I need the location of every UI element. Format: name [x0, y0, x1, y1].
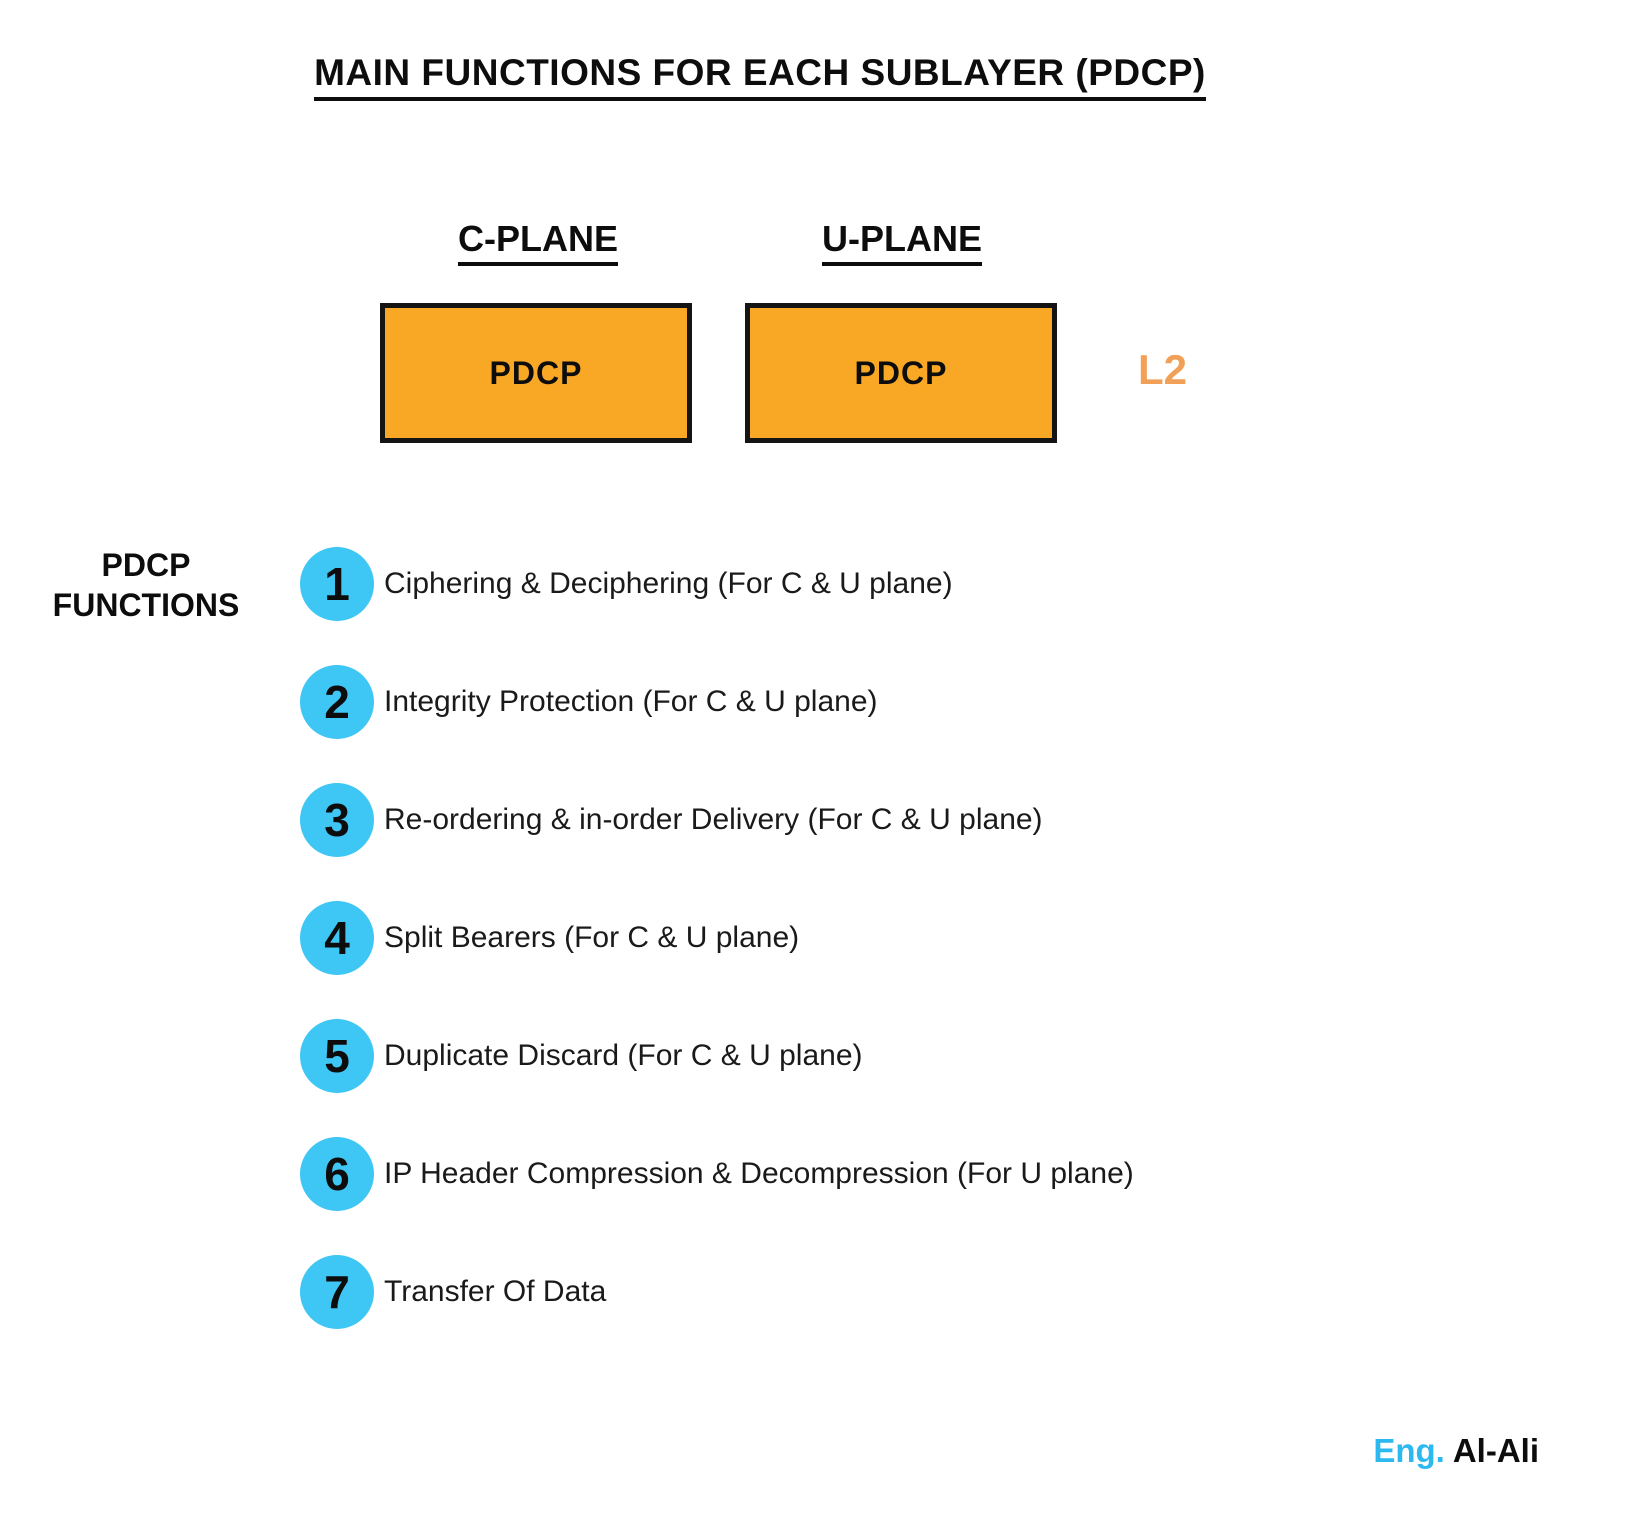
- function-item-1: 1 Ciphering & Deciphering (For C & U pla…: [300, 547, 1134, 621]
- number-badge-6: 6: [300, 1137, 374, 1211]
- diagram-title: MAIN FUNCTIONS FOR EACH SUBLAYER (PDCP): [0, 52, 1520, 101]
- number-badge-4: 4: [300, 901, 374, 975]
- functions-section-label: PDCP FUNCTIONS: [18, 545, 274, 625]
- function-text-1: Ciphering & Deciphering (For C & U plane…: [384, 567, 953, 600]
- number-badge-3: 3: [300, 783, 374, 857]
- function-text-5: Duplicate Discard (For C & U plane): [384, 1039, 863, 1072]
- function-text-3: Re-ordering & in-order Delivery (For C &…: [384, 803, 1043, 836]
- function-item-3: 3 Re-ordering & in-order Delivery (For C…: [300, 783, 1134, 857]
- number-badge-5: 5: [300, 1019, 374, 1093]
- function-text-7: Transfer Of Data: [384, 1275, 607, 1308]
- function-item-6: 6 IP Header Compression & Decompression …: [300, 1137, 1134, 1211]
- c-plane-pdcp-label: PDCP: [489, 354, 583, 391]
- signature-prefix: Eng.: [1373, 1432, 1445, 1469]
- u-plane-header: U-PLANE: [742, 218, 1062, 266]
- c-plane-header-text: C-PLANE: [458, 218, 618, 266]
- u-plane-pdcp-label: PDCP: [854, 354, 948, 391]
- c-plane-pdcp-box: PDCP: [380, 303, 692, 443]
- function-text-2: Integrity Protection (For C & U plane): [384, 685, 878, 718]
- function-text-6: IP Header Compression & Decompression (F…: [384, 1157, 1134, 1190]
- number-badge-1: 1: [300, 547, 374, 621]
- functions-label-line1: PDCP: [101, 547, 191, 583]
- signature-name: Al-Ali: [1452, 1432, 1539, 1469]
- signature: Eng.Al-Ali: [1373, 1432, 1539, 1470]
- function-item-7: 7 Transfer Of Data: [300, 1255, 1134, 1329]
- number-badge-2: 2: [300, 665, 374, 739]
- diagram-title-text: MAIN FUNCTIONS FOR EACH SUBLAYER (PDCP): [314, 52, 1206, 101]
- function-text-4: Split Bearers (For C & U plane): [384, 921, 800, 954]
- layer-l2-label: L2: [1138, 346, 1188, 393]
- u-plane-pdcp-box: PDCP: [745, 303, 1057, 443]
- u-plane-header-text: U-PLANE: [822, 218, 982, 266]
- functions-label-line2: FUNCTIONS: [52, 587, 240, 623]
- function-item-5: 5 Duplicate Discard (For C & U plane): [300, 1019, 1134, 1093]
- functions-list: 1 Ciphering & Deciphering (For C & U pla…: [300, 547, 1134, 1329]
- number-badge-7: 7: [300, 1255, 374, 1329]
- c-plane-header: C-PLANE: [378, 218, 698, 266]
- function-item-4: 4 Split Bearers (For C & U plane): [300, 901, 1134, 975]
- function-item-2: 2 Integrity Protection (For C & U plane): [300, 665, 1134, 739]
